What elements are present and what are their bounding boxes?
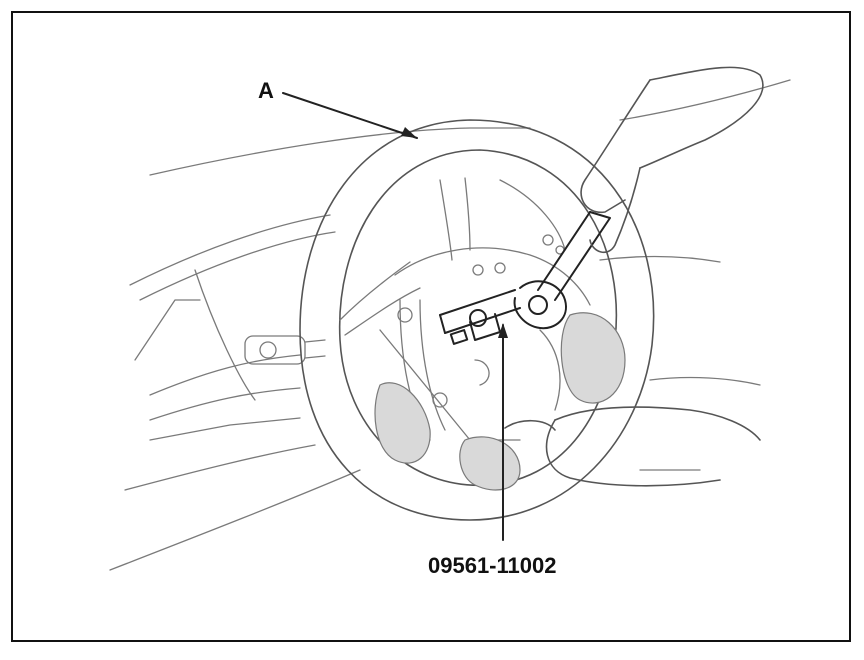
hands [504,66,764,487]
combination-switch [244,335,326,365]
leader-a [282,92,418,139]
figure-frame [11,11,851,642]
special-tool [439,289,521,345]
horn-pad-shading [374,312,626,491]
dashboard-outline [109,79,791,571]
label-tool-number: 09561-11002 [428,553,556,578]
leader-tool [498,323,508,541]
label-a: A [258,78,274,103]
wrench [513,211,611,330]
